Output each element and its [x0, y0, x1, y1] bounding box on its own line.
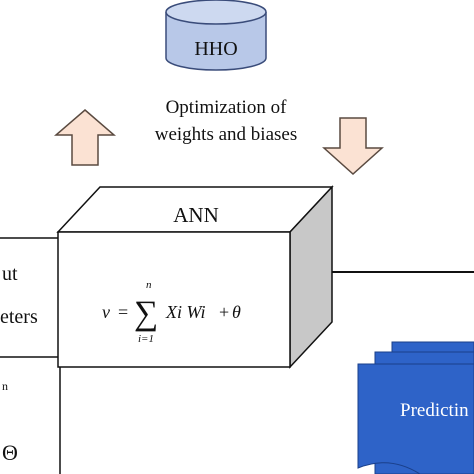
input-panel: ut eters n Θ: [0, 237, 61, 474]
hho-database: HHO: [165, 0, 267, 71]
ann-label: ANN: [173, 203, 219, 227]
formula-plus: +: [219, 302, 229, 322]
ann-box-front: [57, 231, 291, 368]
hho-label: HHO: [194, 38, 237, 60]
prediction-stack: Predictin: [357, 341, 474, 474]
input-small-label: n: [2, 379, 8, 393]
input-theta: Θ: [2, 440, 18, 465]
formula-lower: i=1: [138, 333, 154, 345]
formula-body: Xi Wi: [165, 302, 206, 322]
down-arrow: [322, 117, 384, 176]
prediction-label: Predictin: [400, 400, 469, 421]
formula-sum: ∑: [134, 295, 158, 332]
prediction-doc-front: [357, 363, 474, 474]
formula-theta: θ: [232, 302, 241, 322]
formula-upper: n: [146, 279, 152, 291]
formula-lhs: v: [102, 302, 110, 322]
cylinder-top: [165, 0, 267, 25]
input-label-line-1: ut: [2, 263, 18, 285]
input-label-line-2: eters: [0, 306, 38, 328]
cylinder-body: [165, 12, 267, 71]
up-arrow: [53, 109, 117, 166]
formula-equals: =: [118, 302, 128, 322]
optimization-line-1: Optimization of: [166, 97, 288, 118]
ann-box: ANN v = n ∑ i=1 Xi Wi + θ: [56, 185, 334, 369]
optimization-line-2: weights and biases: [155, 124, 297, 145]
ann-formula: v = n ∑ i=1 Xi Wi + θ: [102, 279, 241, 345]
